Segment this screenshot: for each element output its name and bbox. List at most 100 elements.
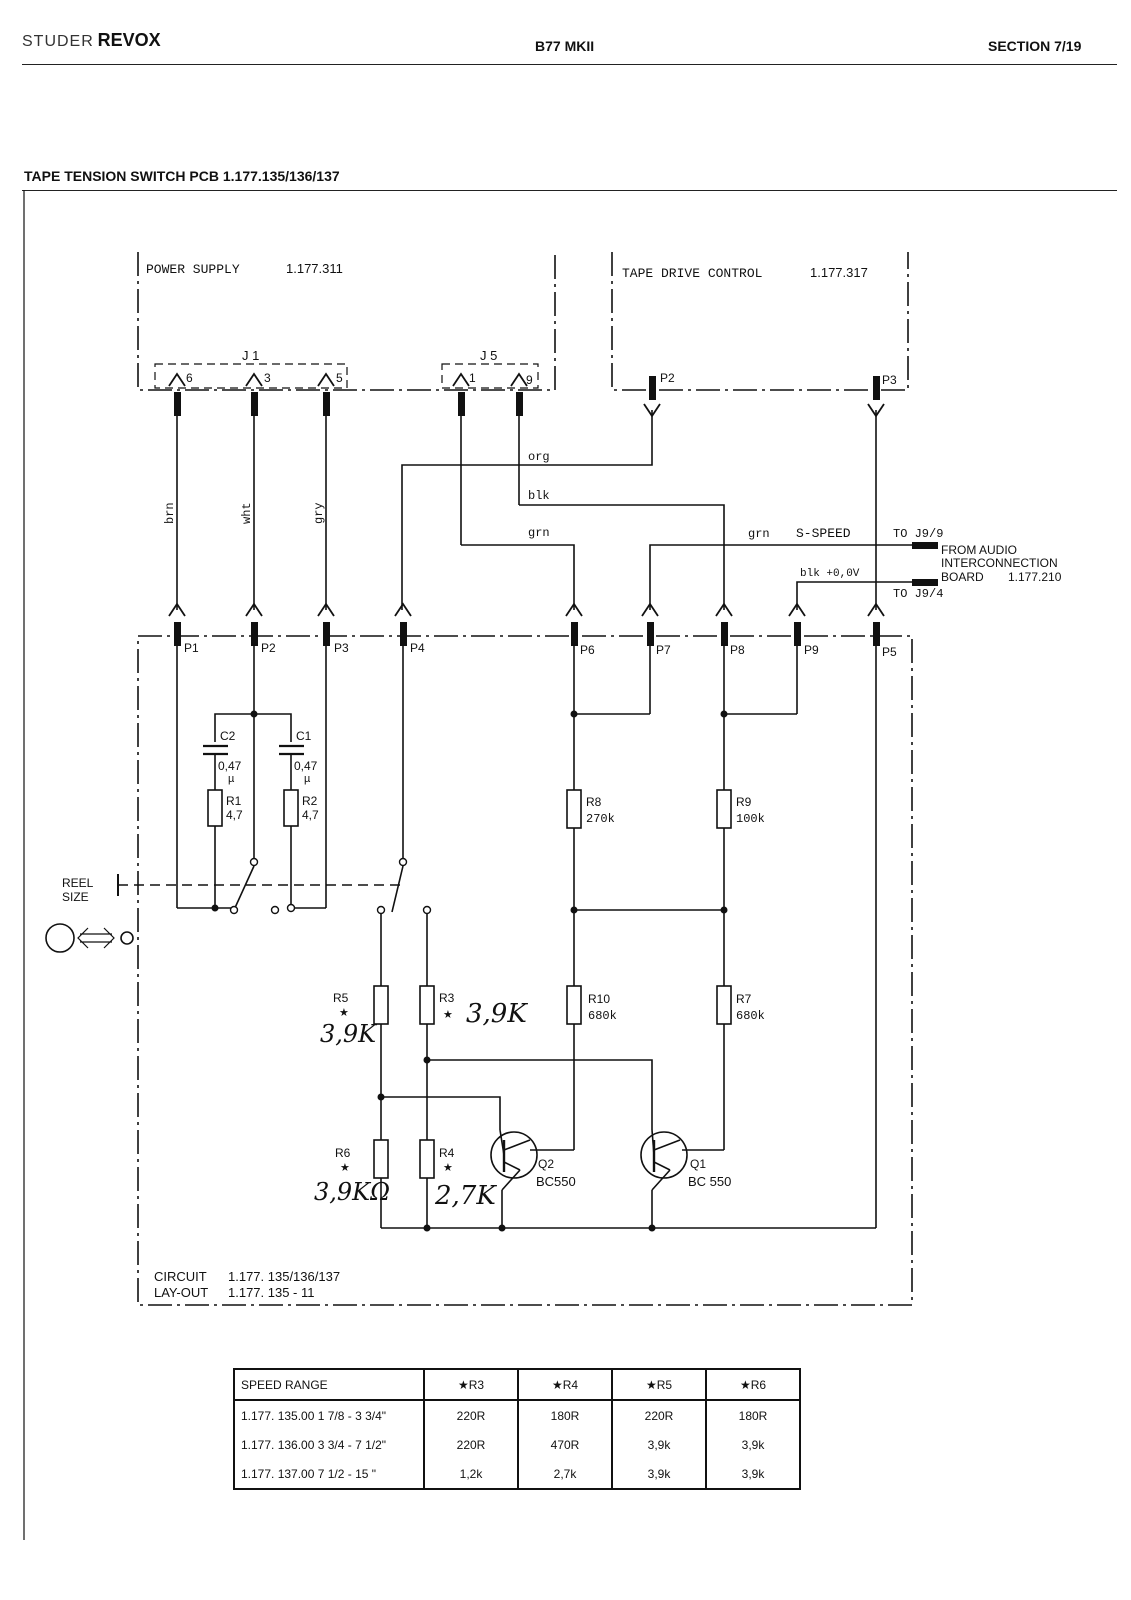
cell-r4: 470R [517, 1430, 613, 1459]
r9-label: R9 [736, 795, 752, 809]
r5-label: R5 [333, 991, 349, 1005]
table-header-row: SPEED RANGE ★R3 ★R4 ★R5 ★R6 [233, 1368, 801, 1401]
r2-value: 4,7 [302, 808, 319, 822]
j5-pin1-label: 1 [469, 371, 476, 385]
pin-p6-label: P6 [580, 643, 595, 657]
c2-unit: µ [228, 773, 235, 785]
r3-handwritten: 3,9K [466, 999, 528, 1029]
cell-r6: 3,9k [705, 1459, 801, 1490]
pin-p2-label: P2 [261, 641, 276, 655]
r4-handwritten: 2,7K [434, 1181, 497, 1211]
header-r3: ★R3 [423, 1368, 519, 1401]
s-speed-label: S-SPEED [796, 526, 851, 541]
table-row: 1.177. 135.00 1 7/8 - 3 3/4" 220R 180R 2… [233, 1400, 801, 1430]
tape-drive-label: TAPE DRIVE CONTROL [622, 266, 762, 281]
title-rule [22, 190, 1117, 191]
c1-value: 0,47 [294, 759, 318, 773]
cell-r4: 180R [517, 1400, 613, 1430]
r3-label: R3 [439, 991, 455, 1005]
cell-r3: 220R [423, 1400, 519, 1430]
blk-0v-label: blk +0,0V [800, 568, 860, 580]
cell-speed: 1.177. 135.00 1 7/8 - 3 3/4" [233, 1400, 425, 1430]
wire-wht-label: wht [240, 502, 254, 524]
j1-pin3-label: 3 [264, 371, 271, 385]
brand-logo: STUDER REVOX [22, 30, 161, 51]
r10-label: R10 [588, 992, 610, 1006]
header-r5: ★R5 [611, 1368, 707, 1401]
r7-label: R7 [736, 992, 752, 1006]
td-p2-label: P2 [660, 371, 675, 385]
header-speed-range: SPEED RANGE [233, 1368, 425, 1401]
to-j94-label: TO J9/4 [893, 587, 943, 601]
c1-label: C1 [296, 729, 312, 743]
wire-brn-label: brn [163, 502, 177, 524]
cell-r5: 3,9k [611, 1430, 707, 1459]
r9-value: 100k [736, 812, 765, 826]
model-label: B77 MKII [535, 38, 595, 54]
c1-unit: µ [304, 773, 311, 785]
table-row: 1.177. 137.00 7 1/2 - 15 " 1,2k 2,7k 3,9… [233, 1459, 801, 1490]
to-j99-label: TO J9/9 [893, 527, 943, 541]
cell-r3: 1,2k [423, 1459, 519, 1490]
r8-value: 270k [586, 812, 615, 826]
td-p3-label: P3 [882, 373, 897, 387]
audio-board-line1: FROM AUDIO [941, 543, 1017, 557]
r4-label: R4 [439, 1146, 455, 1160]
table-row: 1.177. 136.00 3 3/4 - 7 1/2" 220R 470R 3… [233, 1430, 801, 1459]
q1-label: Q1 [690, 1157, 706, 1171]
audio-board-line2: INTERCONNECTION [941, 556, 1058, 570]
audio-board-line3: BOARD [941, 570, 984, 584]
cell-r5: 3,9k [611, 1459, 707, 1490]
pin-p3-label: P3 [334, 641, 349, 655]
wire-blk-label: blk [528, 489, 550, 503]
header-rule [22, 64, 1117, 65]
brand-studer: STUDER [22, 33, 94, 50]
pin-p9-label: P9 [804, 643, 819, 657]
q1-type: BC 550 [688, 1174, 731, 1189]
wire-gry-label: gry [312, 502, 326, 524]
r6-star: ★ [340, 1162, 350, 1174]
r1-label: R1 [226, 794, 242, 808]
page-title: TAPE TENSION SWITCH PCB 1.177.135/136/13… [24, 168, 340, 184]
r10-value: 680k [588, 1009, 617, 1023]
r8-label: R8 [586, 795, 602, 809]
pin-p5-label: P5 [882, 645, 897, 659]
r7-value: 680k [736, 1009, 765, 1023]
pin-p7-label: P7 [656, 643, 671, 657]
j1-label: J 1 [242, 348, 259, 363]
brand-revox: REVOX [97, 30, 161, 50]
c2-label: C2 [220, 729, 236, 743]
circuit-label: CIRCUIT [154, 1269, 207, 1284]
cell-r5: 220R [611, 1400, 707, 1430]
cell-speed: 1.177. 137.00 7 1/2 - 15 " [233, 1459, 425, 1490]
reel-size-label-1: REEL [62, 876, 94, 890]
header-r4: ★R4 [517, 1368, 613, 1401]
j5-pin9-label: 9 [526, 373, 533, 387]
j5-label: J 5 [480, 348, 497, 363]
wire-org-label: org [528, 450, 550, 464]
j1-pin6-label: 6 [186, 371, 193, 385]
r5-handwritten: 3,9K [320, 1020, 378, 1048]
r2-label: R2 [302, 794, 318, 808]
layout-label: LAY-OUT [154, 1285, 208, 1300]
wire-grn-label: grn [528, 526, 550, 540]
cell-r4: 2,7k [517, 1459, 613, 1490]
audio-board-number: 1.177.210 [1008, 570, 1062, 584]
power-supply-number: 1.177.311 [286, 261, 343, 276]
reel-size-label-2: SIZE [62, 890, 89, 904]
c2-value: 0,47 [218, 759, 242, 773]
r5-star: ★ [339, 1007, 349, 1019]
r4-star: ★ [443, 1162, 453, 1174]
layout-number: 1.177. 135 - 11 [228, 1285, 315, 1300]
cell-r6: 3,9k [705, 1430, 801, 1459]
q2-type: BC550 [536, 1174, 576, 1189]
tape-drive-number: 1.177.317 [810, 265, 868, 280]
pin-p4-label: P4 [410, 641, 425, 655]
section-label: SECTION 7/19 [988, 38, 1082, 54]
r1-value: 4,7 [226, 808, 243, 822]
power-supply-label: POWER SUPPLY [146, 262, 240, 277]
speed-range-table: SPEED RANGE ★R3 ★R4 ★R5 ★R6 1.177. 135.0… [233, 1368, 801, 1490]
q2-label: Q2 [538, 1157, 554, 1171]
r3-star: ★ [443, 1009, 453, 1021]
